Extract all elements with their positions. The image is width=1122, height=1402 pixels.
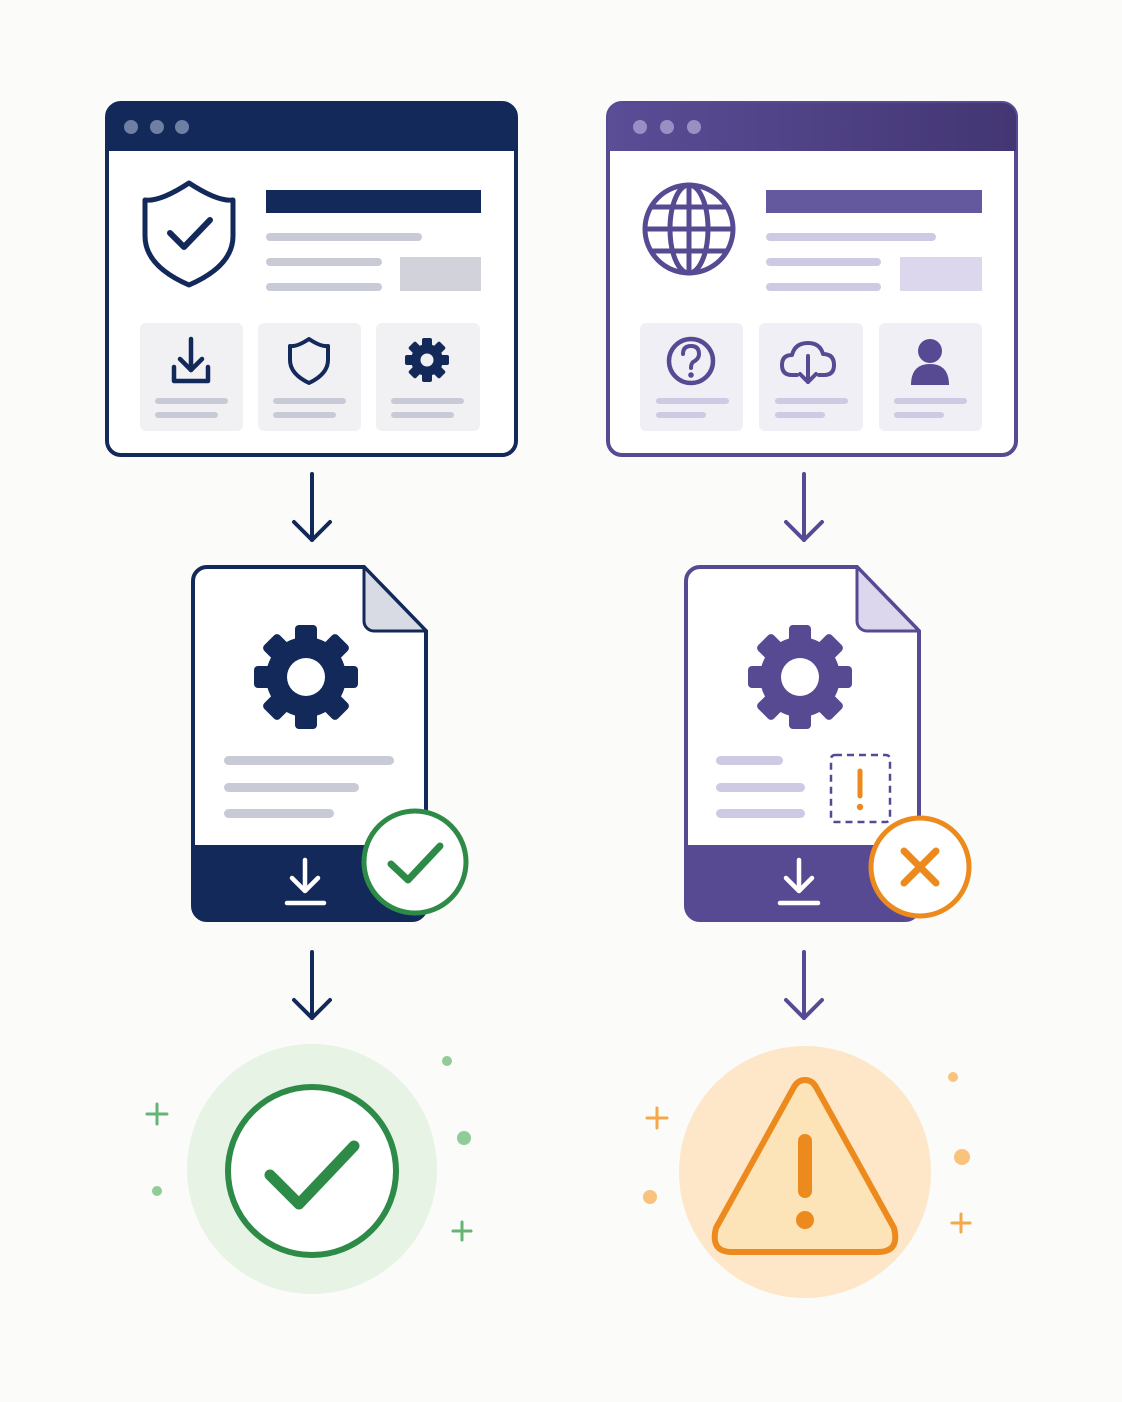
content-line <box>266 283 382 291</box>
dot-decoration <box>152 1056 471 1196</box>
window-title-bar <box>107 103 516 151</box>
exclamation-icon <box>829 753 892 824</box>
window-dots <box>124 120 189 134</box>
file-footer-band <box>686 845 919 920</box>
download-icon <box>171 336 211 384</box>
tile-cloud-download <box>759 323 863 431</box>
content-heading-bar <box>266 190 481 213</box>
content-line <box>766 233 936 241</box>
x-circle-icon <box>868 815 972 919</box>
tile-download <box>140 323 243 431</box>
sparkle-decoration <box>145 1102 473 1242</box>
untrusted-flow <box>606 101 1018 1298</box>
trusted-browser-window <box>105 101 518 457</box>
trusted-flow <box>105 101 518 1294</box>
tile-shield <box>258 323 361 431</box>
page-corner-fold <box>855 565 921 633</box>
shield-icon <box>288 337 330 385</box>
content-line <box>766 283 881 291</box>
globe-icon <box>642 182 736 276</box>
untrusted-browser-window <box>606 101 1018 457</box>
content-placeholder-box <box>400 257 481 291</box>
file-text-line <box>224 756 394 765</box>
tile-help <box>640 323 743 431</box>
download-icon <box>284 857 327 906</box>
check-circle-icon <box>225 1084 399 1258</box>
file-text-line <box>224 809 334 818</box>
gear-icon <box>748 625 852 729</box>
shield-check-icon <box>142 180 236 288</box>
warning-result <box>643 1046 972 1298</box>
success-result <box>145 1044 473 1294</box>
download-icon <box>777 857 821 906</box>
file-text-line <box>716 809 805 818</box>
page-corner-fold <box>362 565 428 633</box>
content-line <box>766 258 881 266</box>
question-circle-icon <box>666 336 716 386</box>
file-text-line <box>716 756 783 765</box>
check-circle-icon <box>361 808 469 916</box>
flow-arrow <box>784 472 824 542</box>
content-line <box>266 233 422 241</box>
file-text-line <box>716 783 805 792</box>
user-icon <box>911 339 949 385</box>
flow-arrow <box>784 950 824 1020</box>
tile-settings <box>376 323 480 431</box>
cloud-download-icon <box>780 341 836 384</box>
window-dots <box>633 120 701 134</box>
warning-triangle-icon <box>711 1077 899 1255</box>
trusted-file-document <box>191 565 469 922</box>
file-text-line <box>224 783 359 792</box>
content-heading-bar <box>766 190 982 213</box>
gear-icon <box>254 625 358 729</box>
content-line <box>266 258 382 266</box>
flow-arrow <box>292 950 332 1020</box>
dot-decoration <box>643 1072 970 1204</box>
window-title-bar <box>608 103 1016 151</box>
tile-user <box>879 323 982 431</box>
flow-arrow <box>292 472 332 542</box>
sparkle-decoration <box>645 1106 972 1234</box>
untrusted-file-document <box>684 565 972 922</box>
gear-icon <box>405 338 449 382</box>
content-placeholder-box <box>900 257 982 291</box>
